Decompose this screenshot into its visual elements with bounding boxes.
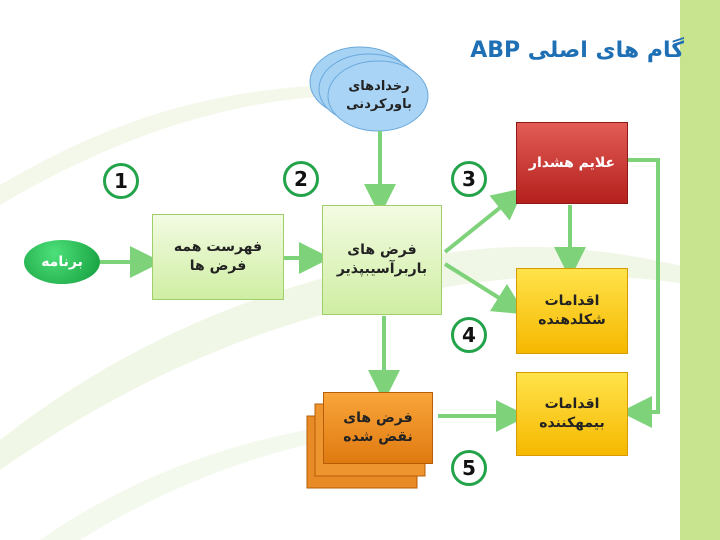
insurance-actions-box: اقدامات بیمهکننده bbox=[516, 372, 628, 456]
reliable-events-label: رخدادهای باورکردنی bbox=[334, 74, 424, 118]
connector-arrows bbox=[100, 131, 660, 432]
arrow-assumptions-to-shaping bbox=[443, 262, 526, 315]
refutable-assumptions-box: فرض های باربرآسیبپذیر bbox=[322, 205, 442, 315]
shaping-actions-line-2: شکلدهنده bbox=[538, 312, 606, 328]
warning-signs-label: علایم هشدار bbox=[528, 154, 616, 171]
background-side-band bbox=[680, 0, 720, 540]
list-assumptions-line-2: فرض ها bbox=[189, 258, 247, 274]
background-swoosh bbox=[40, 420, 380, 540]
insurance-actions-line-2: بیمهکننده bbox=[539, 415, 605, 431]
list-assumptions-line-1: فهرست همه bbox=[173, 239, 263, 256]
arrow-assumptions-to-warning bbox=[443, 187, 525, 254]
list-assumptions-box: فهرست همه فرض ها bbox=[152, 214, 284, 300]
reliable-events-line-2: باورکردنی bbox=[346, 97, 412, 112]
step-5-badge: 5 bbox=[451, 450, 487, 486]
program-node: برنامه bbox=[24, 240, 100, 284]
refutable-assumptions-line-1: فرض های bbox=[347, 242, 417, 259]
shaping-actions-box: اقدامات شکلدهنده bbox=[516, 268, 628, 354]
diagram-title: گام های اصلی ABP bbox=[470, 38, 684, 63]
step-2-badge: 2 bbox=[283, 161, 319, 197]
reliable-events-line-1: رخدادهای bbox=[348, 79, 410, 95]
broken-assumptions-line-2: نقض شده bbox=[343, 429, 413, 445]
shaping-actions-line-1: اقدامات bbox=[544, 293, 600, 310]
refutable-assumptions-line-2: باربرآسیبپذیر bbox=[336, 261, 428, 277]
background-swoosh bbox=[0, 85, 330, 205]
step-1-badge: 1 bbox=[103, 163, 139, 199]
broken-assumptions-line-1: فرض های bbox=[343, 410, 413, 427]
arrow-warning-to-insurance bbox=[620, 158, 660, 428]
broken-assumptions-box: فرض های نقض شده bbox=[323, 392, 433, 464]
warning-signs-box: علایم هشدار bbox=[516, 122, 628, 204]
step-4-badge: 4 bbox=[451, 317, 487, 353]
step-3-badge: 3 bbox=[451, 161, 487, 197]
insurance-actions-line-1: اقدامات bbox=[544, 396, 600, 413]
